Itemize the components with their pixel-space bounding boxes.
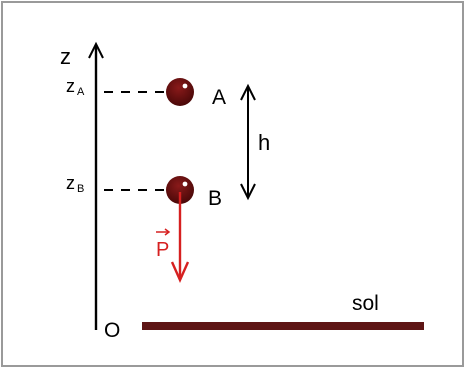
- height-label: h: [258, 130, 270, 155]
- weight-letter: P: [156, 239, 169, 261]
- origin-label: O: [104, 319, 120, 342]
- ball-a: [166, 78, 194, 106]
- z-axis: [88, 41, 104, 330]
- ball-b-label: B: [208, 187, 222, 210]
- weight-arrow: [170, 192, 190, 283]
- weight-label: P: [156, 228, 171, 261]
- ball-b: [166, 176, 194, 204]
- z-axis-label: z: [60, 44, 71, 69]
- ball-a-label: A: [212, 86, 226, 109]
- zb-subscript: B: [77, 183, 84, 195]
- ground-bar: [142, 322, 424, 330]
- level-za-label: z A: [66, 76, 85, 98]
- za-subscript: A: [77, 86, 85, 98]
- height-double-arrow: [240, 83, 256, 201]
- zb-main: z: [66, 173, 75, 193]
- ground-label: sol: [352, 292, 379, 315]
- figure-border: [1, 1, 464, 367]
- level-zb-label: z B: [66, 173, 84, 195]
- za-main: z: [66, 76, 75, 96]
